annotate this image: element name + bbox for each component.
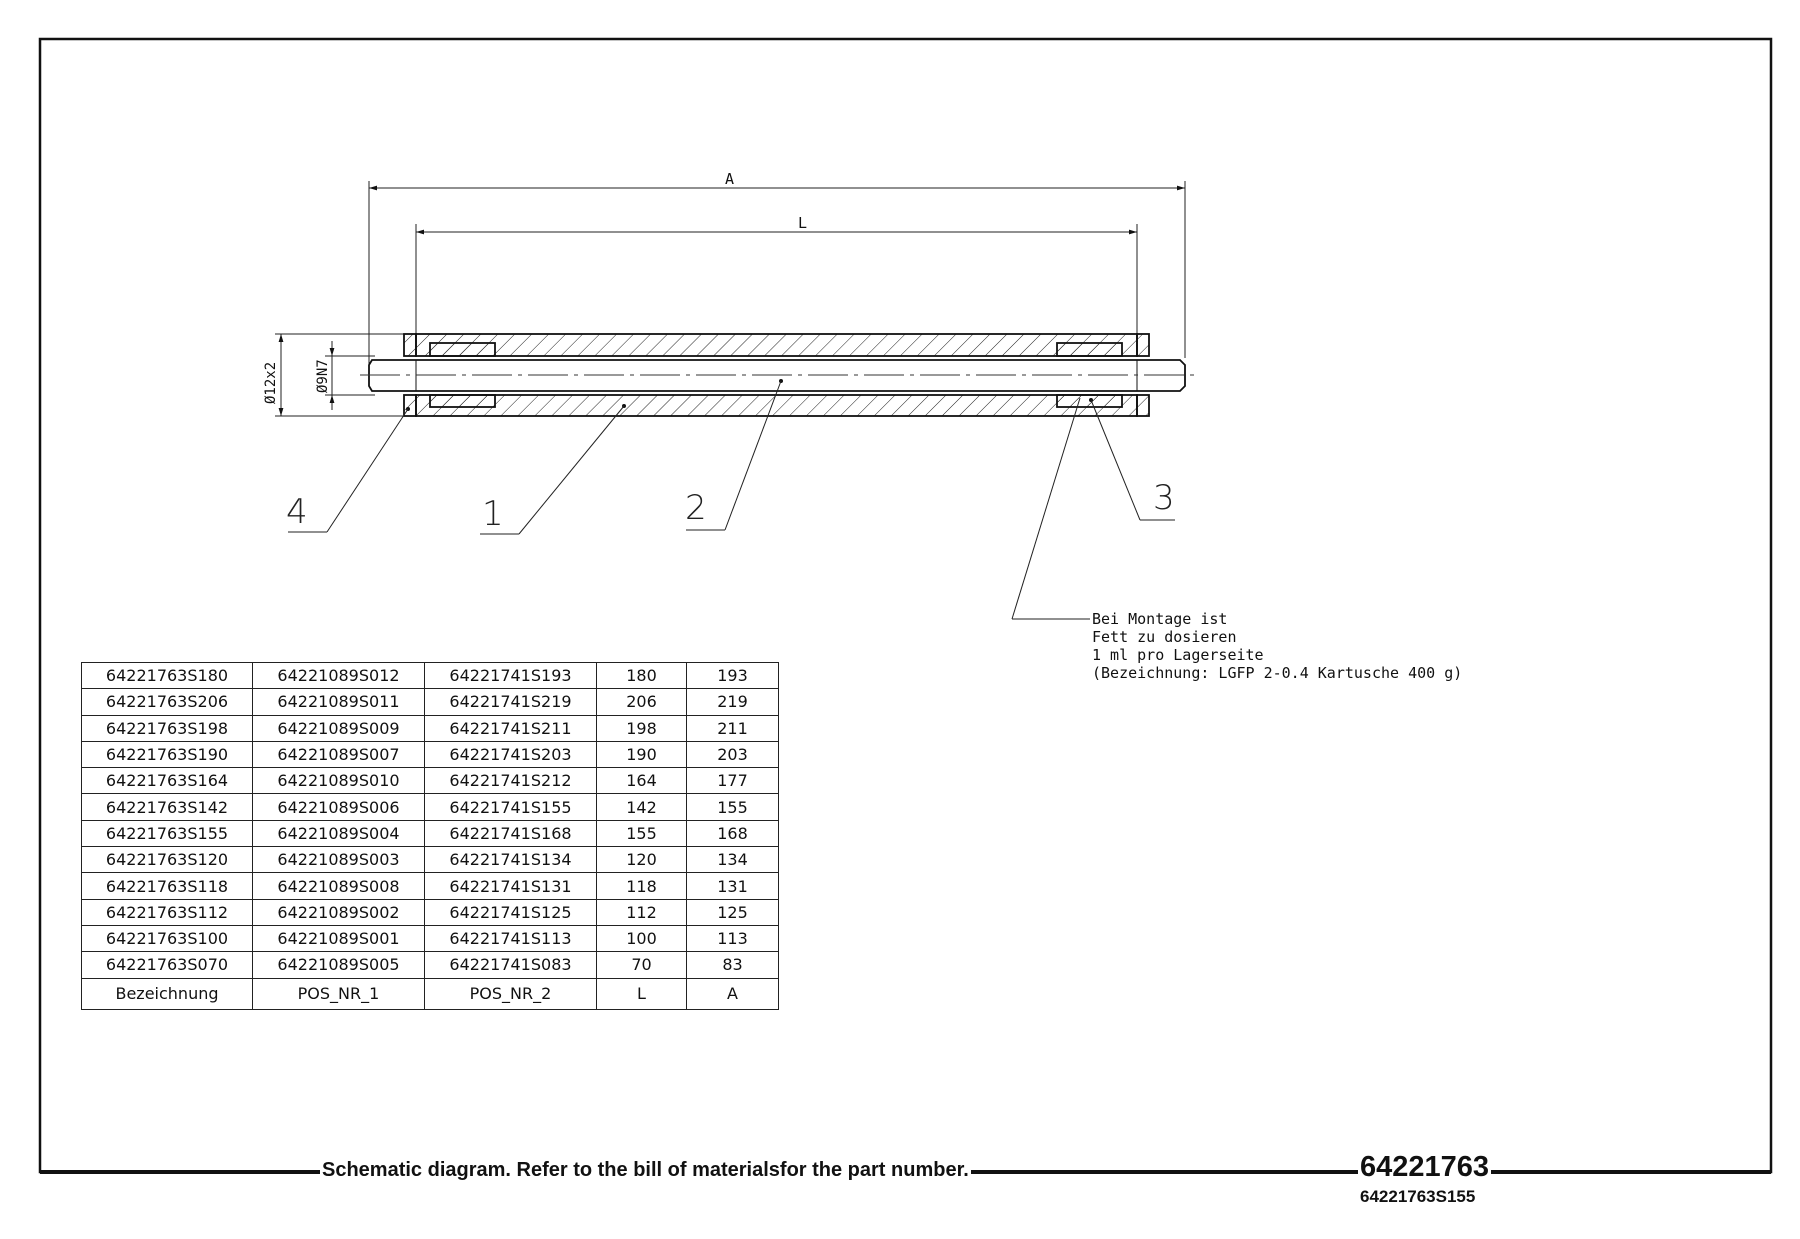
dimension-inner-diameter	[325, 341, 375, 410]
assembly-note-line: Bei Montage ist	[1092, 610, 1228, 628]
part-number: 64221763S155	[1360, 1187, 1476, 1206]
assembly-note-line: (Bezeichnung: LGFP 2-0.4 Kartusche 400 g…	[1092, 664, 1463, 682]
footer-caption: Schematic diagram. Refer to the bill of …	[320, 1159, 971, 1182]
column-header: POS_NR_1	[252, 977, 425, 1010]
callout-1: 1	[482, 494, 504, 534]
dimension-l-label: L	[798, 214, 808, 232]
bearing-part-3	[429, 342, 1123, 408]
callout-4: 4	[286, 492, 308, 532]
callout-leaders	[288, 379, 1175, 620]
callout-2: 2	[685, 488, 707, 528]
column-header: A	[686, 977, 779, 1010]
outer-diameter-label: Ø12x2	[263, 361, 279, 404]
callout-3: 3	[1153, 478, 1175, 518]
dimension-l	[415, 224, 1138, 334]
dimension-outer-diameter	[275, 333, 405, 417]
column-header: L	[596, 977, 687, 1010]
drawing-number: 64221763	[1358, 1151, 1492, 1184]
dimension-a-label: A	[725, 170, 735, 188]
end-ring-part-4	[403, 333, 1150, 417]
assembly-note-line: Fett zu dosieren	[1092, 628, 1237, 646]
inner-diameter-label: Ø9N7	[315, 359, 331, 393]
assembly-note-line: 1 ml pro Lagerseite	[1092, 646, 1264, 664]
assembly-note: Bei Montage ist Fett zu dosieren 1 ml pr…	[1092, 610, 1462, 682]
column-header: POS_NR_2	[424, 977, 597, 1010]
column-header: Bezeichnung	[81, 977, 253, 1010]
